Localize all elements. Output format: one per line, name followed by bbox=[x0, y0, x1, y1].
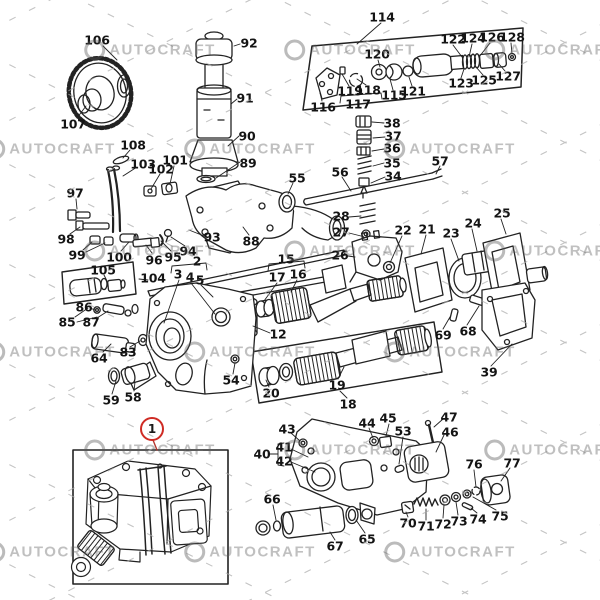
control-rod-56-drawing bbox=[303, 168, 443, 206]
piston-stack-drawing bbox=[189, 31, 239, 184]
gear-106-drawing bbox=[66, 55, 134, 131]
linkage-levers-drawing bbox=[67, 155, 179, 248]
valve-housing-26-drawing bbox=[349, 229, 403, 283]
valve-column-drawing bbox=[355, 115, 376, 239]
callout-1-badge: 1 bbox=[140, 417, 164, 441]
cylinder-64-drawing bbox=[90, 333, 149, 354]
tube-67-drawing bbox=[255, 505, 359, 539]
oring-55-drawing bbox=[278, 191, 296, 213]
